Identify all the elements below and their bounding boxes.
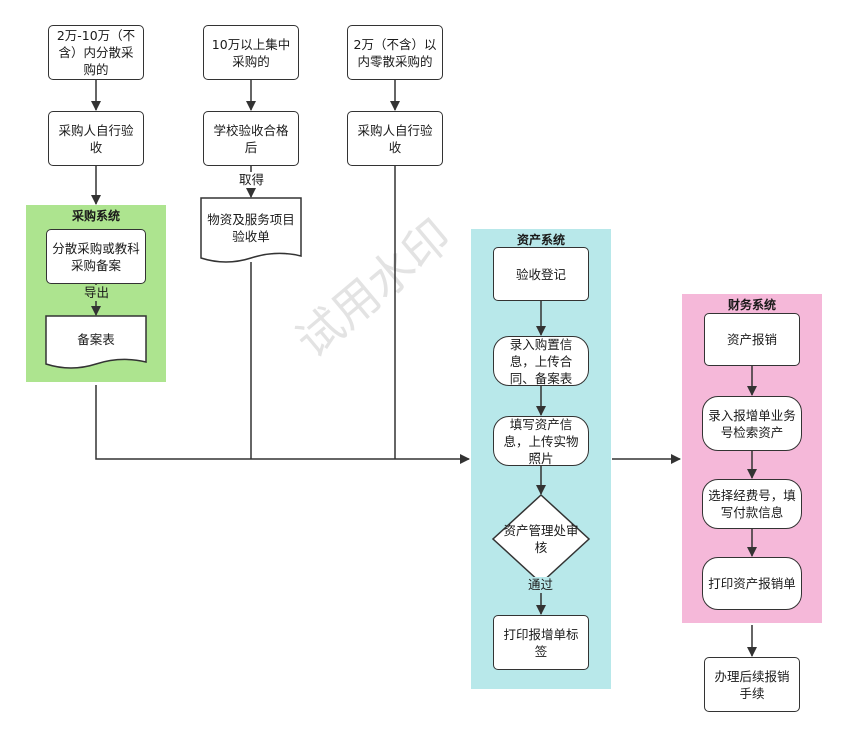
record-sheet-shape (45, 315, 147, 369)
node-decentral-record[interactable]: 分散采购或教科采购备案 (46, 229, 146, 284)
node-central-over-100k[interactable]: 10万以上集中采购的 (203, 25, 299, 80)
lane-asset-title: 资产系统 (516, 233, 565, 247)
node-followup[interactable]: 办理后续报销手续 (704, 657, 800, 712)
node-print-reimburse[interactable]: 打印资产报销单 (702, 557, 802, 610)
acceptance-sheet-shape (200, 197, 302, 263)
node-asset-review[interactable]: 资产管理处审核 (503, 523, 579, 555)
edge-label-export: 导出 (82, 285, 112, 301)
lane-procurement-title: 采购系统 (71, 209, 120, 223)
node-fill-asset[interactable]: 填写资产信息，上传实物照片 (493, 416, 589, 466)
node-print-label[interactable]: 打印报增单标签 (493, 615, 589, 670)
node-record-sheet[interactable]: 备案表 (77, 332, 115, 347)
node-buyer-accept-2[interactable]: 采购人自行验收 (347, 111, 443, 166)
node-small-decentral[interactable]: 2万-10万（不含）内分散采购的 (48, 25, 144, 80)
node-asset-reimburse[interactable]: 资产报销 (704, 313, 800, 366)
node-buyer-accept-1[interactable]: 采购人自行验收 (48, 111, 144, 166)
node-accept-register[interactable]: 验收登记 (493, 247, 589, 301)
node-enter-purchase[interactable]: 录入购置信息，上传合同、备案表 (493, 336, 589, 386)
node-school-accept[interactable]: 学校验收合格后 (203, 111, 299, 166)
edge-label-obtain: 取得 (237, 172, 267, 188)
lane-finance-title: 财务系统 (727, 298, 776, 312)
node-acceptance-sheet[interactable]: 物资及服务项目验收单 (207, 212, 295, 244)
edge-label-pass: 通过 (526, 577, 556, 593)
node-enter-reimburse-no[interactable]: 录入报增单业务号检索资产 (702, 396, 802, 451)
node-under-20k[interactable]: 2万（不含）以内零散采购的 (347, 25, 443, 80)
node-select-fund[interactable]: 选择经费号，填写付款信息 (702, 479, 802, 529)
